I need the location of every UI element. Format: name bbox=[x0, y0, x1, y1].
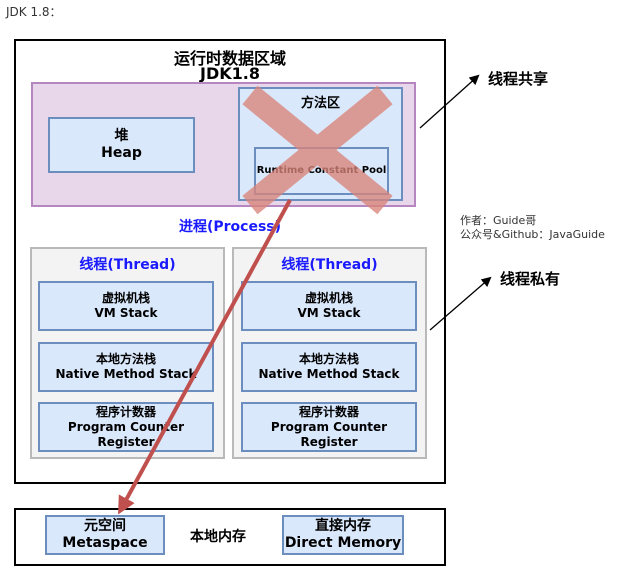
author-line: 公众号&Github：JavaGuide bbox=[460, 228, 605, 242]
native-stack-label-cn: 本地方法栈 bbox=[298, 352, 359, 366]
direct-memory-label-en: Direct Memory bbox=[284, 535, 402, 551]
pc-register-label-cn: 程序计数器 bbox=[95, 404, 156, 419]
vm-stack-label-en: VM Stack bbox=[94, 306, 158, 320]
thread-label: 线程(Thread) bbox=[281, 257, 378, 273]
program-counter-register-box: 程序计数器 Program Counter Register bbox=[38, 402, 214, 452]
heap-box: 堆 Heap bbox=[48, 117, 195, 173]
runtime-area-version: JDK1.8 bbox=[200, 64, 260, 83]
thread-label: 线程(Thread) bbox=[79, 257, 176, 273]
metaspace-label-en: Metaspace bbox=[62, 535, 148, 551]
native-stack-label-en: Native Method Stack bbox=[55, 367, 197, 381]
method-area-label: 方法区 bbox=[300, 96, 340, 111]
runtime-area-title: 运行时数据区域 bbox=[173, 49, 286, 68]
pc-register-label-en: Program Counter Register bbox=[270, 419, 388, 449]
native-stack-label-en: Native Method Stack bbox=[258, 367, 400, 381]
native-method-stack-box: 本地方法栈 Native Method Stack bbox=[241, 342, 417, 392]
vm-stack-label-en: VM Stack bbox=[297, 306, 361, 320]
native-method-stack-box: 本地方法栈 Native Method Stack bbox=[38, 342, 214, 392]
thread-private-label: 线程私有 bbox=[500, 270, 561, 288]
author-credit: 作者：Guide哥 公众号&Github：JavaGuide bbox=[460, 214, 605, 243]
direct-memory-box: 直接内存 Direct Memory bbox=[282, 515, 404, 555]
vm-stack-label-cn: 虚拟机栈 bbox=[304, 291, 353, 305]
direct-memory-label-cn: 直接内存 bbox=[315, 517, 371, 534]
vm-stack-label-cn: 虚拟机栈 bbox=[101, 291, 150, 305]
caption: JDK 1.8： bbox=[6, 5, 62, 19]
metaspace-box: 元空间 Metaspace bbox=[45, 515, 165, 555]
heap-label-en: Heap bbox=[101, 145, 142, 161]
heap-label-cn: 堆 bbox=[114, 127, 129, 144]
thread-shared-label: 线程共享 bbox=[488, 70, 549, 88]
program-counter-register-box: 程序计数器 Program Counter Register bbox=[241, 402, 417, 452]
native-memory-label: 本地内存 bbox=[190, 529, 246, 545]
vm-stack-box: 虚拟机栈 VM Stack bbox=[38, 281, 214, 331]
metaspace-label-cn: 元空间 bbox=[84, 517, 126, 534]
pc-register-label-cn: 程序计数器 bbox=[298, 404, 359, 419]
runtime-constant-pool-label: Runtime Constant Pool bbox=[256, 165, 387, 176]
author-line: 作者：Guide哥 bbox=[460, 214, 537, 227]
native-stack-label-cn: 本地方法栈 bbox=[95, 352, 156, 366]
pc-register-label-en: Program Counter Register bbox=[67, 419, 185, 449]
vm-stack-box: 虚拟机栈 VM Stack bbox=[241, 281, 417, 331]
process-label: 进程(Process) bbox=[178, 219, 282, 235]
